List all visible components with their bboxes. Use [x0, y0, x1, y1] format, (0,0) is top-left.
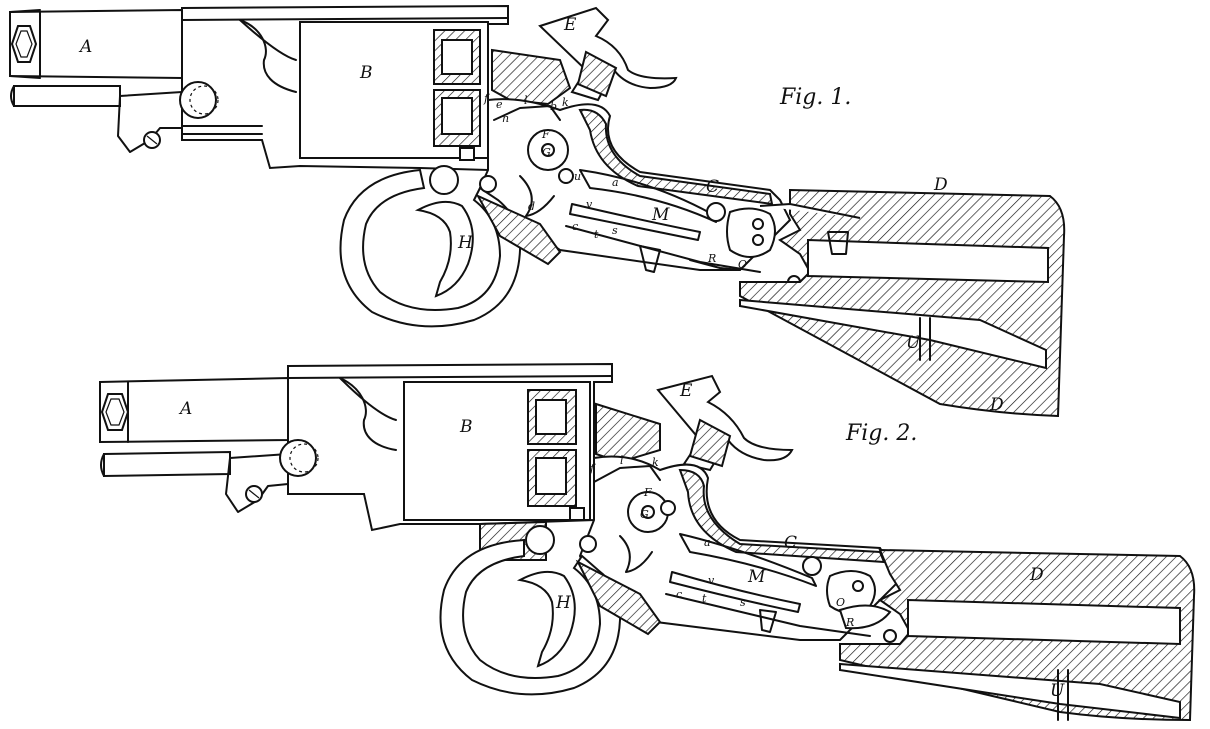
label-b: B — [359, 63, 373, 83]
label-b-2: B — [459, 417, 473, 437]
label-g: G — [542, 146, 551, 159]
label-a-2: A — [178, 399, 192, 419]
figure-2: A B C D E F G H M a c f k l s t v R U O … — [99, 362, 1196, 722]
breech-block-1 — [491, 48, 572, 106]
label-d-lower: d — [528, 200, 535, 213]
label-d: D — [933, 175, 948, 195]
label-f-lower-2: f — [589, 462, 596, 475]
stock-d-2 — [839, 548, 1196, 722]
label-k: k — [562, 96, 569, 109]
hammer-e-2 — [656, 374, 794, 472]
label-l: l — [524, 94, 528, 107]
label-b-lower: b — [550, 100, 557, 113]
figure-1-labels: A B C D E F G H M a b c d e f k l n s t … — [78, 15, 1004, 415]
label-f-lower: f — [483, 92, 490, 105]
label-e-lower: e — [496, 98, 503, 111]
label-v: v — [586, 198, 593, 211]
label-v-2: v — [708, 574, 715, 587]
label-u: u — [574, 170, 581, 183]
stock-d-1 — [739, 188, 1066, 418]
label-t: t — [594, 228, 599, 241]
label-c: C — [706, 177, 719, 197]
label-k-2: k — [652, 456, 659, 469]
label-r-2: R — [845, 616, 854, 629]
label-g-2: G — [640, 508, 649, 521]
label-d-2: D — [1029, 565, 1044, 585]
label-e: E — [563, 15, 577, 35]
label-u-upper: U — [906, 333, 921, 353]
label-a-lower-2: a — [704, 536, 711, 549]
barrel-a — [9, 8, 183, 107]
label-f-2: F — [643, 486, 652, 499]
cylinder-b — [299, 21, 489, 161]
label-m-2: M — [747, 567, 766, 587]
label-t-2: t — [702, 592, 707, 605]
label-r: R — [707, 252, 716, 265]
label-f: F — [541, 128, 550, 141]
figure-2-caption: Fig. 2. — [845, 421, 917, 446]
label-c-lower-2: c — [676, 588, 682, 601]
label-h-2: H — [555, 593, 572, 613]
label-u-upper-2: U — [1050, 681, 1065, 701]
label-e-2: E — [679, 381, 693, 401]
label-m: M — [651, 205, 670, 225]
cylinder-b-2 — [403, 381, 591, 521]
label-d-second: D — [989, 395, 1004, 415]
label-c-lower: c — [572, 220, 578, 233]
barrel-a-2 — [99, 376, 289, 478]
label-n: n — [502, 112, 509, 125]
label-s-2: s — [740, 596, 746, 609]
label-s: s — [612, 224, 618, 237]
trigger-guard-h-2 — [439, 525, 662, 696]
lock-mechanism-1 — [493, 105, 801, 289]
label-c-2: C — [784, 533, 797, 553]
label-o-2: O — [836, 596, 845, 609]
breech-block-2 — [595, 402, 661, 464]
label-l-2: l — [620, 454, 624, 467]
trigger-guard-h — [339, 165, 562, 328]
figure-2-labels: A B C D E F G H M a c f k l s t v R U O … — [178, 381, 1065, 701]
label-a: A — [78, 37, 92, 57]
label-h: H — [457, 233, 474, 253]
lock-mechanism-2 — [593, 465, 897, 643]
hammer-e — [538, 6, 678, 102]
label-a-lower: a — [612, 176, 619, 189]
label-o: O — [738, 258, 747, 271]
figure-1-caption: Fig. 1. — [779, 85, 851, 110]
figure-1: A B C D E F G H M a b c d e f k l n s t … — [9, 4, 1066, 418]
